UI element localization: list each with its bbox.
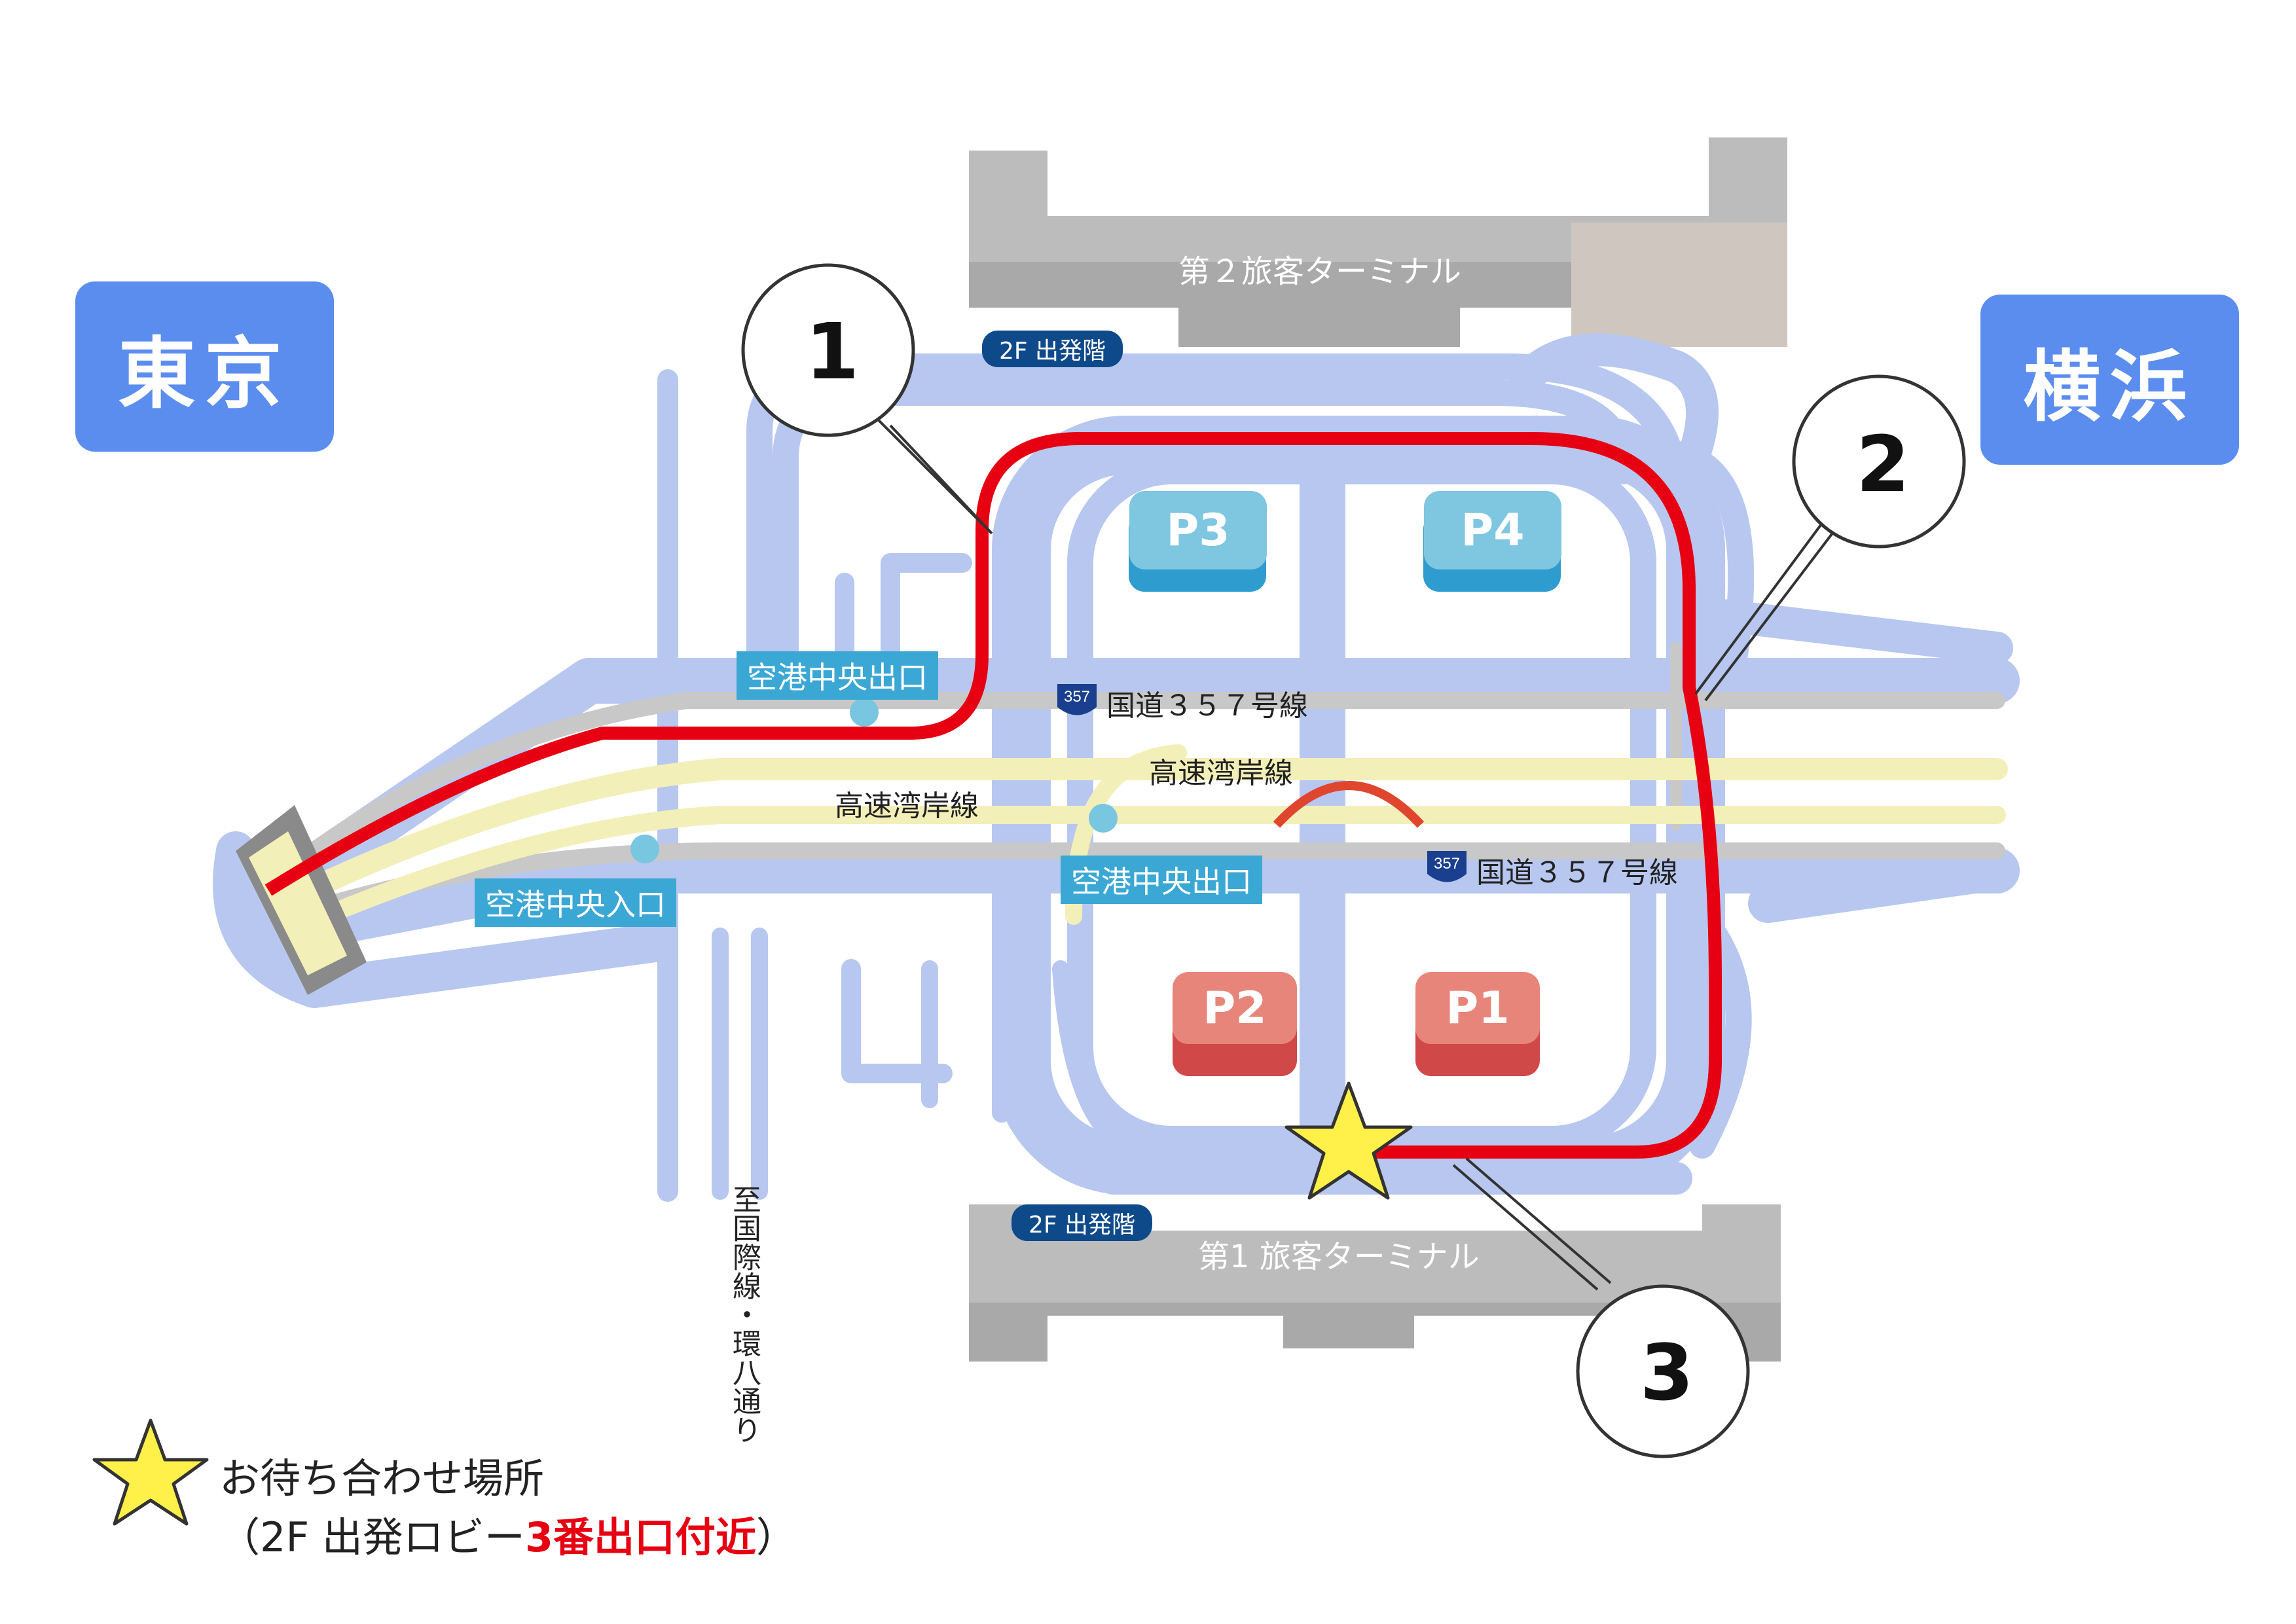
route-357-top-label: 国道３５７号線: [1106, 689, 1308, 723]
route-357-shield-icon: 357: [1427, 851, 1467, 882]
central-exit-top-label: 空港中央出口: [737, 651, 938, 700]
central-entrance-label: 空港中央入口: [475, 878, 676, 927]
route-357-shield-icon: 357: [1057, 684, 1097, 715]
legend-highlight: 3番出口付近: [524, 1513, 756, 1561]
central-exit-mid-label: 空港中央出口: [1061, 856, 1262, 904]
callout-2-circle: [1792, 374, 1966, 549]
parking-p2: P2: [1173, 972, 1297, 1044]
callout-2-number: 2: [1856, 419, 1910, 509]
legend-detail: （2F 出発ロビー3番出口付近）: [219, 1504, 797, 1563]
exit-dot-mid: [1089, 804, 1118, 833]
overpass-arc: [1273, 781, 1425, 828]
tunnel-entrance: [236, 805, 367, 995]
intl-kanpachi-label: 至国際線・環八通り: [727, 1185, 761, 1444]
svg-text:357: 357: [1434, 855, 1460, 873]
terminal-1-label: 第1 旅客ターミナル: [1198, 1238, 1480, 1275]
road-network: [213, 333, 2020, 1202]
star-icon: [1285, 1081, 1413, 1200]
callout-leaders: [876, 418, 1841, 1291]
terminal-2-label: 第２旅客ターミナル: [1178, 253, 1462, 290]
terminal-1-building: [969, 1204, 1781, 1362]
exit-dot-top: [850, 698, 879, 727]
terminal-2-building: [969, 137, 1787, 347]
tokyo-box: 東京: [75, 281, 334, 452]
route-357-bottom-label: 国道３５７号線: [1476, 856, 1678, 890]
t2-floor-badge: 2F 出発階: [982, 331, 1123, 367]
callout-3-number: 3: [1640, 1327, 1694, 1418]
star-icon: [92, 1418, 209, 1526]
yokohama-box: 横浜: [1980, 295, 2239, 465]
parking-p4: P4: [1424, 491, 1561, 569]
parking-p3: P3: [1129, 491, 1267, 569]
tokyo-label: 東京: [118, 328, 291, 419]
svg-text:357: 357: [1064, 688, 1090, 706]
legend-prefix: （2F 出発ロビー: [219, 1513, 525, 1561]
t1-floor-badge: 2F 出発階: [1011, 1204, 1153, 1241]
highlighted-route: [264, 432, 1722, 1159]
entrance-dot: [630, 835, 659, 863]
callout-1-circle: [741, 263, 915, 437]
wangan-mid-label: 高速湾岸線: [1149, 757, 1293, 790]
wangan-left-label: 高速湾岸線: [835, 789, 979, 823]
callout-1-number: 1: [805, 306, 860, 397]
parking-p1: P1: [1415, 972, 1540, 1044]
legend-suffix: ）: [756, 1513, 797, 1561]
legend-title: お待ち合わせ場所: [219, 1454, 545, 1502]
yokohama-label: 横浜: [2023, 341, 2196, 432]
callout-3-circle: [1576, 1284, 1750, 1458]
